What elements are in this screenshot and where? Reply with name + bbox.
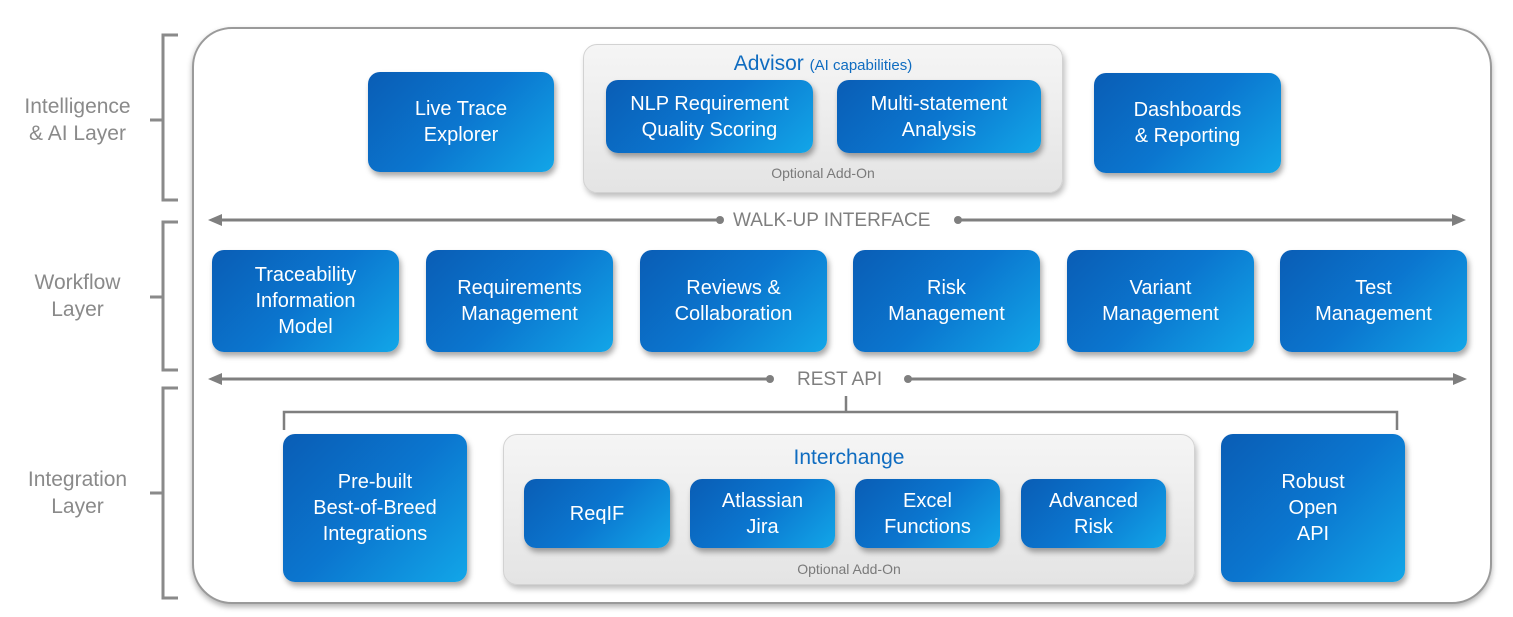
robust-open-api-box[interactable]: Robust Open API [1221, 434, 1405, 582]
requirements-management-box[interactable]: Requirements Management [426, 250, 613, 352]
walkup-interface-label: WALK-UP INTERFACE [727, 210, 937, 232]
advisor-optional-note: Optional Add-On [771, 165, 875, 181]
reqif-box[interactable]: ReqIF [524, 479, 670, 548]
excel-functions-box[interactable]: Excel Functions [855, 479, 1000, 548]
workflow-layer-label: Workflow Layer [34, 271, 121, 321]
advisor-subtitle: (AI capabilities) [809, 57, 913, 74]
advisor-title: Advisor (AI capabilities) [584, 52, 1062, 76]
traceability-model-box[interactable]: Traceability Information Model [212, 250, 399, 352]
intelligence-layer-label: Intelligence & AI Layer [24, 95, 131, 145]
integration-bracket [150, 386, 178, 600]
reviews-collaboration-box[interactable]: Reviews & Collaboration [640, 250, 827, 352]
rest-api-label: REST API [791, 369, 889, 391]
test-management-box[interactable]: Test Management [1280, 250, 1467, 352]
layer-brackets [150, 33, 178, 600]
intelligence-bracket [150, 33, 178, 202]
workflow-bracket [150, 220, 178, 372]
dashboards-reporting-box[interactable]: Dashboards & Reporting [1094, 73, 1281, 173]
multi-statement-analysis-box[interactable]: Multi-statement Analysis [837, 80, 1041, 153]
variant-management-box[interactable]: Variant Management [1067, 250, 1254, 352]
interchange-optional-note: Optional Add-On [797, 561, 901, 577]
prebuilt-integrations-box[interactable]: Pre-built Best-of-Breed Integrations [283, 434, 467, 582]
live-trace-explorer-box[interactable]: Live Trace Explorer [368, 72, 554, 172]
advanced-risk-box[interactable]: Advanced Risk [1021, 479, 1166, 548]
interchange-title: Interchange [793, 446, 905, 469]
risk-management-box[interactable]: Risk Management [853, 250, 1040, 352]
atlassian-jira-box[interactable]: Atlassian Jira [690, 479, 835, 548]
advisor-title-text: Advisor [733, 52, 804, 75]
nlp-quality-scoring-box[interactable]: NLP Requirement Quality Scoring [606, 80, 813, 153]
integration-layer-label: Integration Layer [27, 468, 128, 518]
